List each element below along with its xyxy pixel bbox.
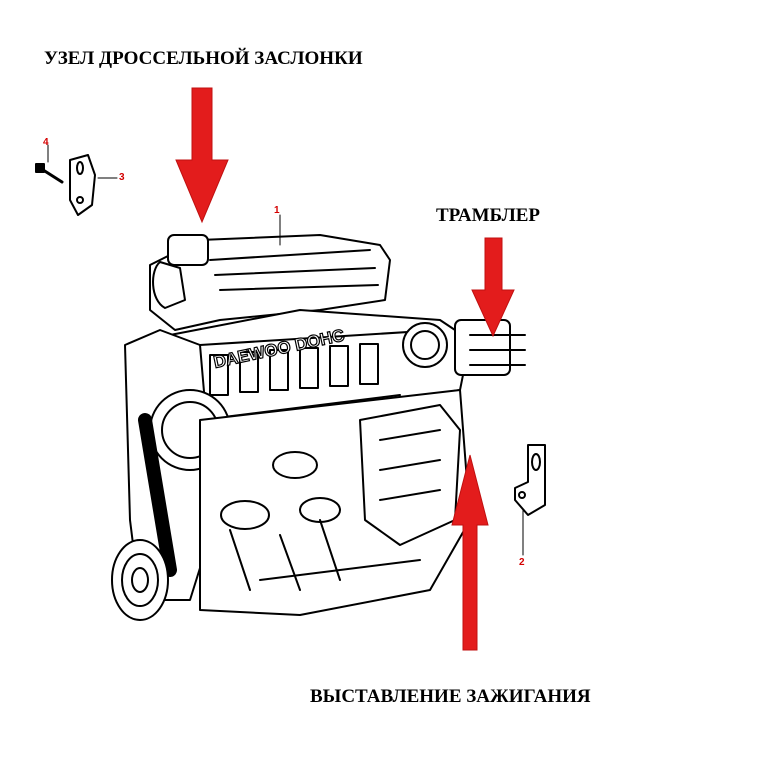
bracket-part-3 [69,154,96,216]
callout-1: 1 [274,205,280,216]
callout-leaders [47,144,524,556]
crank-pulley [111,539,169,621]
side-housing [359,404,461,546]
distributor-label: ТРАМБЛЕР [436,205,541,226]
arrow-distributor [471,237,515,338]
bolt-part-4 [35,163,64,184]
bracket-part-2 [514,444,546,516]
callout-2: 2 [519,557,525,568]
callout-4: 4 [43,137,49,148]
callout-3: 3 [119,172,125,183]
timing-cover [124,329,231,601]
intake-manifold [149,234,391,331]
ignition-timing-label: ВЫСТАВЛЕНИЕ ЗАЖИГАНИЯ [310,686,591,707]
throttle-body-label: УЗЕЛ ДРОССЕЛЬНОЙ ЗАСЛОНКИ [44,48,363,69]
arrow-ignition-timing [451,454,489,651]
distributor-housing [454,319,526,376]
arrow-throttle [175,87,229,224]
